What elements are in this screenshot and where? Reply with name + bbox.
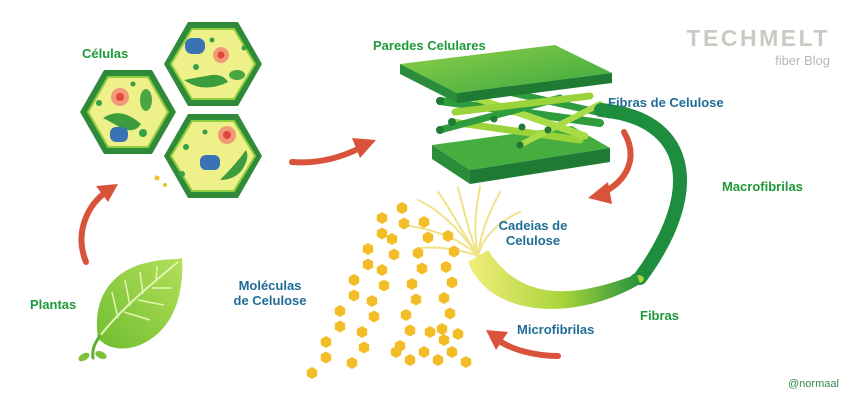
molecule-hexagon [390,346,402,358]
molecule-hexagon [368,310,380,323]
molecule-hexagon [334,320,346,333]
molecule-hexagon [306,367,318,379]
brand-name: TECHMELT [686,25,830,51]
arrow-cells-to-walls-head [352,138,376,158]
molecule-hexagon [404,354,416,366]
process-arrows [78,129,634,359]
cell-top [164,22,262,106]
label-fibras: Fibras [640,308,680,323]
molecule-hexagon [358,341,370,354]
arrow-plants-to-cells-head [96,184,118,202]
molecule-hexagon [418,346,430,358]
label-macrofibrilas: Macrofibrilas [722,179,803,194]
molecule-hexagon [452,328,464,340]
molecule-hexagon [362,258,374,271]
label-moleculas-line2: de Celulose [233,293,307,308]
molecule-hexagon [446,346,458,358]
molecule-hexagon [432,354,444,366]
molecule-hexagon [418,216,430,228]
molecule-hexagon [412,247,424,259]
credit-handle: @normaal [788,378,839,390]
plant-cells-illustration [80,22,262,198]
molecule-hexagon [460,356,472,368]
molecule-hexagon [356,326,368,338]
arrow-walls-to-chains [601,129,634,195]
brand-subtitle: fiber Blog [775,53,830,68]
arrow-plants-to-cells [78,189,109,265]
label-cadeias-de-celulose: Cadeias de Celulose [487,218,579,248]
molecule-hexagon [386,233,398,245]
molecule-hexagon [366,295,378,307]
leaf-illustration [78,258,183,362]
molecule-hexagon [348,274,360,286]
molecule-hexagon [348,289,360,302]
arrow-microfibrils [495,337,561,359]
label-cadeias-line2: Celulose [505,233,561,248]
label-paredes-celulares: Paredes Celulares [373,38,486,53]
molecule-hexagon [446,276,458,289]
label-microfibrilas: Microfibrilas [517,322,595,337]
molecule-hexagon [362,243,374,255]
molecule-hexagon [448,245,460,258]
molecule-hexagon [438,292,450,304]
molecule-hexagon [320,336,332,348]
macrofibril-tube [594,103,688,285]
molecule-hexagon [416,262,428,275]
molecule-hexagon [438,334,450,346]
cell-left [80,70,176,154]
molecule-hexagon [320,351,332,364]
cell-bottom [164,114,262,198]
molecule-hexagon [388,248,400,261]
molecule-hexagon [378,279,390,292]
molecule-hexagon [422,231,434,244]
molecule-hexagon [376,212,388,224]
molecule-hexagon [396,202,408,214]
molecule-hexagon [334,305,346,317]
brand-logo: TECHMELT fiber Blog [668,26,830,69]
label-cadeias-line1: Cadeias de [498,218,568,233]
label-moleculas-de-celulose: Moléculas de Celulose [222,278,318,308]
molecule-hexagon [376,227,388,240]
molecule-hexagon [410,293,422,306]
arrow-microfibrils-head [486,330,508,350]
molecule-hexagon [376,264,388,276]
label-moleculas-line1: Moléculas [238,278,302,293]
label-celulas: Células [82,46,129,61]
molecule-hexagon [346,357,358,369]
molecule-hexagon [398,217,410,230]
label-fibras-de-celulose: Fibras de Celulose [608,95,724,110]
molecule-hexagon [440,261,452,273]
molecule-hexagon [424,326,436,338]
arrow-cells-to-walls [289,145,363,166]
molecule-hexagon [404,324,416,337]
molecule-hexagon [406,278,418,290]
microfibril-bundle [468,250,640,309]
molecule-hexagon [442,230,454,242]
cell-wall-layers-illustration [400,45,614,184]
cellulose-molecules [306,202,472,379]
molecule-hexagon [436,323,448,335]
arrow-walls-to-chains-head [588,182,612,204]
molecule-hexagon [444,307,456,320]
label-plantas: Plantas [30,297,77,312]
molecule-hexagon [400,309,412,321]
